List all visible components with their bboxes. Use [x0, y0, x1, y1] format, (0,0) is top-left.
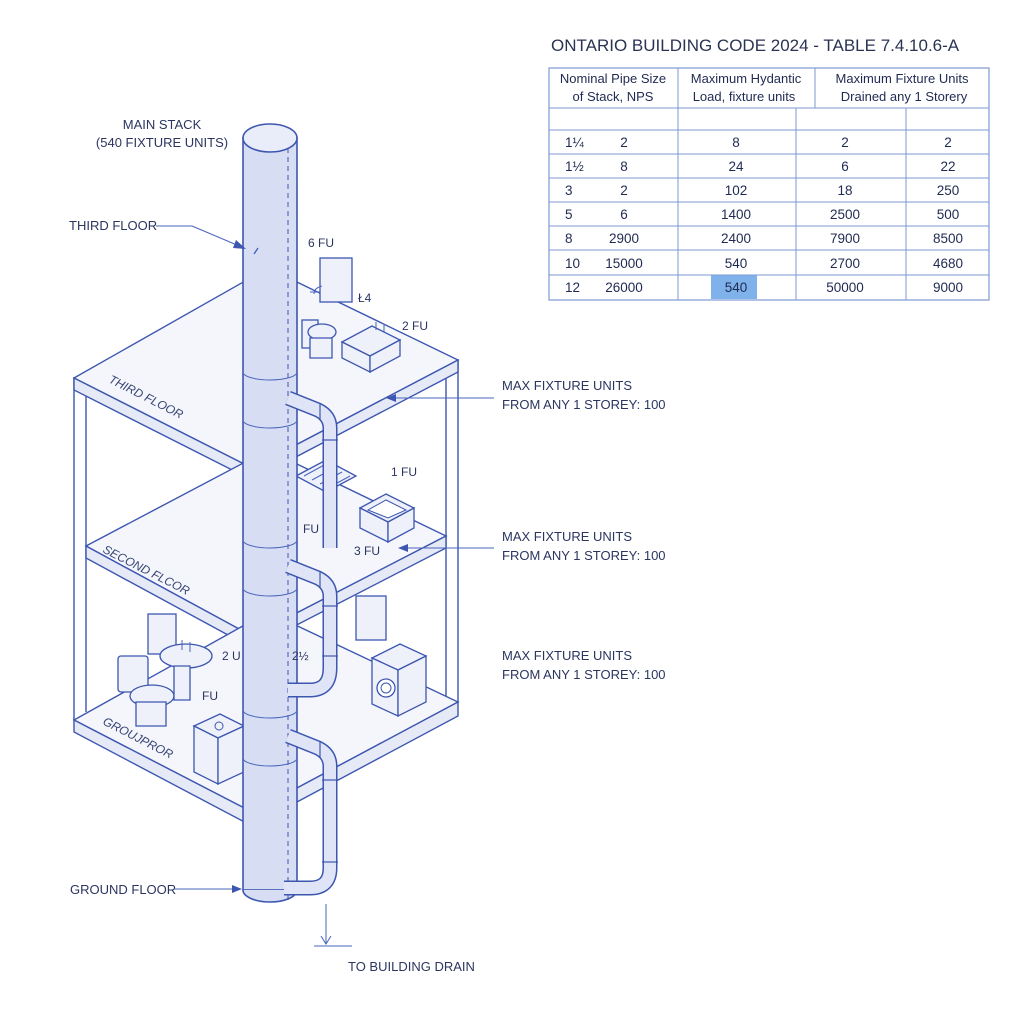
third-floor-shower-icon [310, 257, 353, 303]
ground-floor-washer-icon [370, 643, 428, 718]
table-header-nps-line2: of Stack, NPS [573, 89, 654, 104]
callout-third-floor: MAX FIXTURE UNITS FROM ANY 1 STOREY: 100 [386, 378, 666, 412]
main-stack [242, 123, 298, 903]
third-floor-callout-arrowhead [233, 240, 246, 249]
table-cell-r4-c4: 8500 [933, 231, 963, 246]
fixtures [117, 257, 428, 786]
stack-couplings [242, 371, 298, 767]
table-cell-r4-c0: 8 [565, 231, 573, 246]
main-stack-label: MAIN STACK [123, 117, 202, 132]
table-header-load-line1: Maximum Hydantic [691, 71, 802, 86]
table-cell-r5-c0: 10 [565, 256, 580, 271]
table-cell-r3-c4: 500 [937, 207, 960, 222]
table-cell-r4-c1: 2900 [609, 231, 639, 246]
table-title: ONTARIO BUILDING CODE 2024 - TABLE 7.4.1… [551, 36, 960, 55]
main-stack-body [242, 137, 298, 891]
table-cell-r3-c2: 1400 [721, 207, 751, 222]
fu-label-6: 6 FU [308, 236, 334, 250]
table-cell-r4-c3: 7900 [830, 231, 860, 246]
fu-label-1: 1 FU [391, 465, 417, 479]
building-drain-arrow [314, 904, 352, 947]
table-cell-r1-c3: 6 [841, 159, 849, 174]
fu-label-2a: 2 FU [402, 319, 428, 333]
table-cell-r1-c2: 24 [728, 159, 744, 174]
callout-third-arrowhead [386, 394, 396, 402]
table-cell-r1-c0: 1½ [565, 159, 584, 174]
table-highlight-cell [711, 275, 757, 299]
ground-floor-sink-icon [147, 613, 213, 701]
callout-ground-line2: FROM ANY 1 STOREY: 100 [502, 667, 666, 682]
fu-label-4: Ł4 [358, 291, 372, 305]
callout-second-line2: FROM ANY 1 STOREY: 100 [502, 548, 666, 563]
table-frame [548, 67, 990, 301]
callout-third-line1: MAX FIXTURE UNITS [502, 378, 632, 393]
main-stack-top [242, 123, 298, 153]
table-header-storey-line2: Drained any 1 Storery [841, 89, 968, 104]
table-cell-r2-c2: 102 [725, 183, 748, 198]
table-cell-r2-c0: 3 [565, 183, 573, 198]
fu-label-plain-a: FU [303, 522, 319, 536]
table-cell-r5-c3: 2700 [830, 256, 860, 271]
right-callouts: MAX FIXTURE UNITS FROM ANY 1 STOREY: 100… [386, 378, 666, 682]
third-floor-sink-icon [340, 322, 402, 374]
table-cell-r1-c1: 8 [620, 159, 628, 174]
ground-floor-cabinet-icon [192, 713, 246, 786]
ground-floor-toilet-icon [117, 655, 175, 727]
main-stack-fixture-units: (540 FIXTURE UNITS) [96, 135, 228, 150]
fu-label-plain-b: FU [202, 689, 218, 703]
ground-floor-callout-arrowhead [232, 885, 242, 893]
table-cell-r3-c1: 6 [620, 207, 628, 222]
table-header-storey-line1: Maximum Fixture Units [836, 71, 969, 86]
fu-label-2b: 2½ [292, 649, 309, 663]
callout-ground-floor: MAX FIXTURE UNITS FROM ANY 1 STOREY: 100 [502, 648, 666, 682]
table-grid [549, 68, 989, 300]
third-floor-branch-pipe [285, 391, 338, 548]
ground-floor-callout-label: GROUND FLOOR [70, 882, 176, 897]
callout-ground-line1: MAX FIXTURE UNITS [502, 648, 632, 663]
table-cell-r2-c4: 250 [937, 183, 960, 198]
table-cell-r5-c1: 15000 [605, 256, 643, 271]
second-floor-tub-icon [358, 493, 416, 544]
table-cell-r0-c3: 2 [841, 135, 849, 150]
table-cell-r5-c2: 540 [725, 256, 748, 271]
table-cell-r4-c2: 2400 [721, 231, 751, 246]
table-cell-r1-c4: 22 [940, 159, 955, 174]
third-floor-toilet-icon [301, 319, 337, 359]
callout-second-arrowhead [398, 544, 408, 552]
fu-label-3: 3 FU [354, 544, 380, 558]
table-cell-r0-c4: 2 [944, 135, 952, 150]
second-floor-branch-pipe [285, 559, 338, 698]
callout-second-line1: MAX FIXTURE UNITS [502, 529, 632, 544]
code-table: ONTARIO BUILDING CODE 2024 - TABLE 7.4.1… [548, 36, 990, 301]
second-floor-wall-panel [355, 595, 387, 641]
fu-label-2u: 2 U [222, 649, 241, 663]
table-cell-r3-c0: 5 [565, 207, 573, 222]
fixture-unit-labels: 6 FU Ł4 2 FU 1 FU FU 3 FU 2 U 2½ FU [202, 236, 428, 703]
table-cell-r2-c1: 2 [620, 183, 628, 198]
to-building-drain-label: TO BUILDING DRAIN [348, 959, 475, 974]
table-cell-r0-c0: 1¼ [565, 135, 585, 150]
table-header-nps-line1: Nominal Pipe Size [560, 71, 666, 86]
third-floor-callout-label: THIRD FLOOR [69, 218, 157, 233]
table-cell-r0-c2: 8 [732, 135, 740, 150]
table-cell-r6-c4: 9000 [933, 280, 963, 295]
table-cell-r6-c0: 12 [565, 280, 580, 295]
table-cell-r6-c3: 50000 [826, 280, 864, 295]
table-cell-r5-c4: 4680 [933, 256, 963, 271]
table-header-load-line2: Load, fixture units [693, 89, 796, 104]
branch-pipes [284, 391, 338, 896]
table-cell-r2-c3: 18 [837, 183, 852, 198]
table-cell-r6-c2: 540 [725, 280, 748, 295]
table-cell-r3-c3: 2500 [830, 207, 860, 222]
table-cell-r0-c1: 2 [620, 135, 628, 150]
callout-third-line2: FROM ANY 1 STOREY: 100 [502, 397, 666, 412]
ground-floor-branch-pipe [284, 729, 338, 896]
table-cell-r6-c1: 26000 [605, 280, 643, 295]
callout-second-floor: MAX FIXTURE UNITS FROM ANY 1 STOREY: 100 [398, 529, 666, 563]
